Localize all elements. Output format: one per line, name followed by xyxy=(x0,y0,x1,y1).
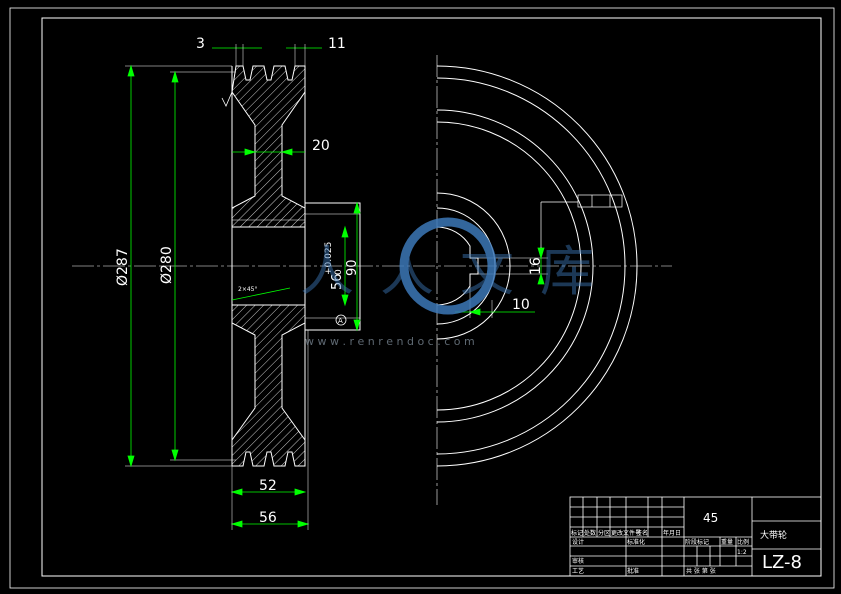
lower-section-hatch xyxy=(231,304,306,467)
material-text: 45 xyxy=(703,511,718,525)
rev-header-2: 分区 xyxy=(598,529,610,537)
rev-header-4: 签名 xyxy=(636,529,648,537)
outer-border xyxy=(9,7,835,589)
stage-header-0: 阶段标记 xyxy=(685,538,709,546)
dim-text-16: 16 xyxy=(528,257,544,275)
dim-text-56: 56 xyxy=(259,510,277,526)
arrow-280-top xyxy=(171,70,179,83)
sheet-info: 共 张 第 张 xyxy=(686,567,716,575)
row-standard: 标准化 xyxy=(627,538,645,546)
arrow-bore-top xyxy=(341,225,349,238)
arrow-90-bottom xyxy=(353,319,361,332)
arrow-52-left xyxy=(230,488,243,496)
arrow-52-right xyxy=(294,488,307,496)
watermark-text: 人人文库 xyxy=(300,240,620,303)
arc-rim-outer xyxy=(436,65,638,467)
arrow-20-left xyxy=(244,148,257,156)
arrow-bore-bottom xyxy=(341,294,349,307)
roughness-symbol xyxy=(221,91,233,107)
datum-circle xyxy=(335,314,347,326)
dim-text-bore: 56 xyxy=(330,273,345,290)
drawing-number: LZ-8 xyxy=(762,552,802,573)
stage-header-1: 重量 xyxy=(721,538,733,546)
row-design: 设计 xyxy=(572,538,584,546)
arrow-287-top xyxy=(127,64,135,77)
watermark-url: w w w . r e n r e n d o c . c o m xyxy=(305,335,475,348)
arc-rim-inner xyxy=(436,77,626,455)
row-approve: 批准 xyxy=(627,567,639,575)
chamfer-leader xyxy=(231,287,291,301)
hub-right-outline xyxy=(305,202,361,331)
datum-marker: A xyxy=(335,314,347,326)
title-block xyxy=(569,496,822,577)
arc-web-outer xyxy=(436,109,594,423)
inner-border xyxy=(41,17,822,577)
dim-text-20: 20 xyxy=(312,138,330,154)
arrow-90-top xyxy=(353,201,361,214)
arrow-10-left xyxy=(468,308,481,316)
section-dimensions xyxy=(125,44,361,530)
arrow-56-right xyxy=(297,520,310,528)
dim-text-280: Ø280 xyxy=(159,246,175,284)
dim-text-chamfer: 2×45° xyxy=(238,286,257,293)
dim-text-bore-tol: +0.025 xyxy=(324,242,334,275)
dim-text-bore-tol-low: 0 xyxy=(334,269,344,275)
dim-text-11: 11 xyxy=(328,36,346,52)
arrow-56-left xyxy=(230,520,243,528)
arrow-16-bottom xyxy=(537,272,545,285)
dim-text-52: 52 xyxy=(259,478,277,494)
rev-header-1: 处数 xyxy=(584,529,596,537)
part-name: 大带轮 xyxy=(760,529,787,541)
dim-text-3: 3 xyxy=(196,36,205,52)
tolerance-frame xyxy=(540,194,623,248)
dim-text-287: Ø287 xyxy=(115,248,131,286)
datum-label: A xyxy=(338,317,343,325)
side-view xyxy=(436,55,638,505)
rev-header-3: 更改文件号 xyxy=(611,529,641,537)
scale-value: 1:2 xyxy=(737,549,747,556)
arrow-287-bottom xyxy=(127,455,135,468)
title-block-frame xyxy=(569,496,822,577)
row-process: 工艺 xyxy=(572,567,584,575)
stage-header-2: 比例 xyxy=(737,538,749,546)
rev-header-5: 年月日 xyxy=(663,529,681,537)
bore-with-keyway xyxy=(436,226,479,306)
dim-text-10: 10 xyxy=(512,297,530,313)
arc-hub-outer xyxy=(436,192,511,340)
watermark: 人人文库 w w w . r e n r e n d o c . c o m xyxy=(300,217,620,348)
watermark-logo-ring xyxy=(399,217,497,315)
arrow-280-bottom xyxy=(171,449,179,462)
tolerance-box xyxy=(577,194,623,208)
arc-web-inner xyxy=(436,121,582,411)
arrow-20-right xyxy=(280,148,293,156)
row-review: 审核 xyxy=(572,557,584,565)
upper-section-hatch xyxy=(231,65,306,228)
rev-header-0: 标记 xyxy=(571,529,583,537)
dim-text-90: 90 xyxy=(345,259,360,276)
